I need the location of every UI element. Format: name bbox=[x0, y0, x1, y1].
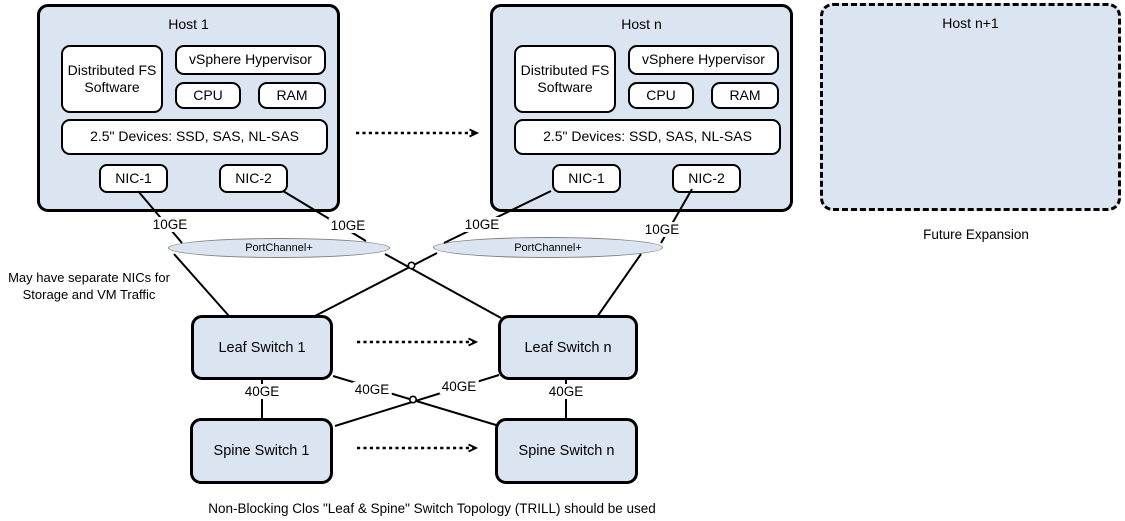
host-n1-future-box: Host n+1 bbox=[820, 3, 1121, 211]
portchannel-1-label: PortChannel+ bbox=[245, 242, 313, 254]
nic-note-line-1: May have separate NICs for bbox=[8, 270, 170, 285]
label-10ge-3: 10GE bbox=[462, 217, 502, 232]
label-10ge-2: 10GE bbox=[328, 218, 368, 233]
portchannel-2-ellipse: PortChannel+ bbox=[433, 237, 663, 258]
label-40ge-4: 40GE bbox=[546, 384, 586, 399]
label-40ge-2: 40GE bbox=[352, 382, 392, 397]
leaf-switch-n-box: Leaf Switch n bbox=[498, 315, 638, 380]
wire-hop-upper bbox=[407, 261, 416, 270]
host-1-hypervisor-box: vSphere Hypervisor bbox=[175, 45, 326, 75]
portchannel-2-label: PortChannel+ bbox=[514, 241, 582, 254]
host-n-title: Host n bbox=[621, 16, 662, 32]
wire-hop-lower bbox=[408, 395, 417, 404]
host-n-box: Host n Distributed FS Software vSphere H… bbox=[490, 4, 793, 212]
link-pc2-leafn bbox=[596, 253, 642, 318]
leaf-switch-1-box: Leaf Switch 1 bbox=[191, 315, 333, 380]
nic-note-line-2: Storage and VM Traffic bbox=[22, 287, 156, 302]
host-1-distributed-fs-box: Distributed FS Software bbox=[61, 45, 163, 113]
host-n1-title: Host n+1 bbox=[942, 15, 999, 31]
host-1-box: Host 1 Distributed FS Software vSphere H… bbox=[37, 4, 340, 212]
host-n-hypervisor-box: vSphere Hypervisor bbox=[628, 45, 779, 75]
host-n-nic2-box: NIC-2 bbox=[672, 164, 741, 193]
host-1-ram-box: RAM bbox=[258, 82, 326, 109]
spine-switch-1-box: Spine Switch 1 bbox=[190, 418, 333, 484]
host-n-devices-box: 2.5" Devices: SSD, SAS, NL-SAS bbox=[514, 119, 781, 155]
bottom-caption: Non-Blocking Clos "Leaf & Spine" Switch … bbox=[208, 501, 656, 516]
host-n-distributed-fs-box: Distributed FS Software bbox=[514, 45, 616, 113]
link-pc1-leafn bbox=[384, 253, 502, 319]
label-10ge-1: 10GE bbox=[150, 217, 190, 232]
host-n-ram-box: RAM bbox=[711, 82, 779, 109]
future-expansion-label: Future Expansion bbox=[923, 227, 1029, 242]
host-1-nic1-box: NIC-1 bbox=[99, 164, 168, 193]
host-n-cpu-box: CPU bbox=[628, 82, 694, 109]
nic-note: May have separate NICs for Storage and V… bbox=[0, 269, 178, 303]
link-pc2-leaf1 bbox=[314, 252, 438, 317]
label-40ge-3: 40GE bbox=[439, 379, 479, 394]
host-1-cpu-box: CPU bbox=[175, 82, 241, 109]
host-1-nic2-box: NIC-2 bbox=[219, 164, 288, 193]
portchannel-1-ellipse: PortChannel+ bbox=[168, 238, 390, 258]
host-1-devices-box: 2.5" Devices: SSD, SAS, NL-SAS bbox=[61, 119, 328, 155]
link-pc1-leaf1 bbox=[173, 253, 230, 317]
spine-switch-n-box: Spine Switch n bbox=[495, 418, 638, 484]
host-n-nic1-box: NIC-1 bbox=[552, 164, 621, 193]
label-40ge-1: 40GE bbox=[242, 384, 282, 399]
host-1-title: Host 1 bbox=[168, 16, 209, 32]
label-10ge-4: 10GE bbox=[642, 222, 682, 237]
